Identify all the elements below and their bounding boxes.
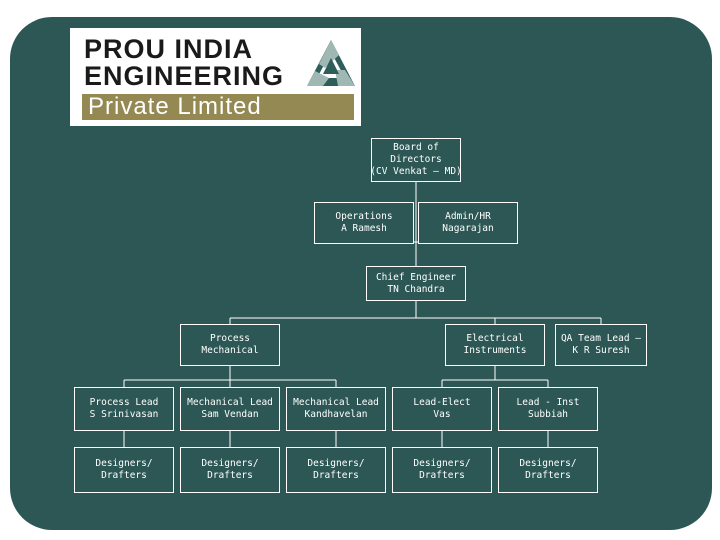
board-line-3: (CV Venkat – MD) xyxy=(370,166,462,177)
designer-line-2: Drafters xyxy=(101,470,147,481)
box-lead-mechanical-2: Mechanical Lead Kandhavelan xyxy=(286,387,386,431)
lead-line-1: Process Lead xyxy=(89,397,159,408)
board-line-2: Directors xyxy=(390,154,442,165)
box-admin: Admin/HR Nagarajan xyxy=(418,202,518,244)
box-designers-2: Designers/ Drafters xyxy=(180,447,280,493)
box-designers-5: Designers/ Drafters xyxy=(498,447,598,493)
lead-line-2: Kandhavelan xyxy=(304,409,368,420)
chief-line-2: TN Chandra xyxy=(387,283,445,295)
lead-line-2: Vas xyxy=(433,409,451,420)
qa-line-2: K R Suresh xyxy=(572,345,630,356)
qa-line-1: QA Team Lead – xyxy=(560,333,642,344)
box-chief-engineer: Chief Engineer TN Chandra xyxy=(366,266,466,301)
box-lead-mechanical-1: Mechanical Lead Sam Vendan xyxy=(180,387,280,431)
chief-line-1: Chief Engineer xyxy=(375,271,457,283)
box-designers-3: Designers/ Drafters xyxy=(286,447,386,493)
operations-line-2: A Ramesh xyxy=(341,223,387,234)
process-mech-line-2: Mechanical xyxy=(201,345,259,356)
lead-line-2: Subbiah xyxy=(527,409,569,420)
designer-line-2: Drafters xyxy=(313,470,359,481)
lead-line-1: Lead - Inst xyxy=(516,397,580,408)
box-lead-elect: Lead-Elect Vas xyxy=(392,387,492,431)
triangle-logo-icon xyxy=(307,40,355,86)
electrical-line-2: Instruments xyxy=(463,345,527,356)
logo-line-3: Private Limited xyxy=(82,94,354,120)
box-board: Board of Directors (CV Venkat – MD) xyxy=(370,138,462,182)
board-line-1: Board of xyxy=(393,142,439,153)
lead-line-1: Mechanical Lead xyxy=(293,397,379,408)
designer-line-2: Drafters xyxy=(525,470,571,481)
designer-line-1: Designers/ xyxy=(201,458,259,469)
logo-line-1: PROU INDIA xyxy=(84,34,254,64)
box-operations: Operations A Ramesh xyxy=(314,202,414,244)
lead-line-2: S Srinivasan xyxy=(89,409,159,420)
box-electrical-instruments: Electrical Instruments xyxy=(445,324,545,366)
box-designers-1: Designers/ Drafters xyxy=(74,447,174,493)
admin-line-1: Admin/HR xyxy=(445,211,491,222)
designer-line-2: Drafters xyxy=(419,470,465,481)
box-qa-lead: QA Team Lead – K R Suresh xyxy=(555,324,647,366)
operations-line-1: Operations xyxy=(335,211,393,222)
lead-line-1: Mechanical Lead xyxy=(187,397,273,408)
logo-line-2: ENGINEERING xyxy=(84,61,285,91)
box-process-mechanical: Process Mechanical xyxy=(180,324,280,366)
designer-line-1: Designers/ xyxy=(95,458,153,469)
admin-line-2: Nagarajan xyxy=(442,223,494,234)
lead-line-1: Lead-Elect xyxy=(413,397,471,408)
electrical-line-1: Electrical xyxy=(466,333,524,344)
designer-line-1: Designers/ xyxy=(307,458,365,469)
designer-line-1: Designers/ xyxy=(519,458,577,469)
process-mech-line-1: Process xyxy=(209,333,251,344)
company-logo: PROU INDIA ENGINEERING Private Limited xyxy=(70,28,361,126)
box-lead-inst: Lead - Inst Subbiah xyxy=(498,387,598,431)
designer-line-2: Drafters xyxy=(207,470,253,481)
designer-line-1: Designers/ xyxy=(413,458,471,469)
box-lead-process: Process Lead S Srinivasan xyxy=(74,387,174,431)
lead-line-2: Sam Vendan xyxy=(201,409,259,420)
box-designers-4: Designers/ Drafters xyxy=(392,447,492,493)
